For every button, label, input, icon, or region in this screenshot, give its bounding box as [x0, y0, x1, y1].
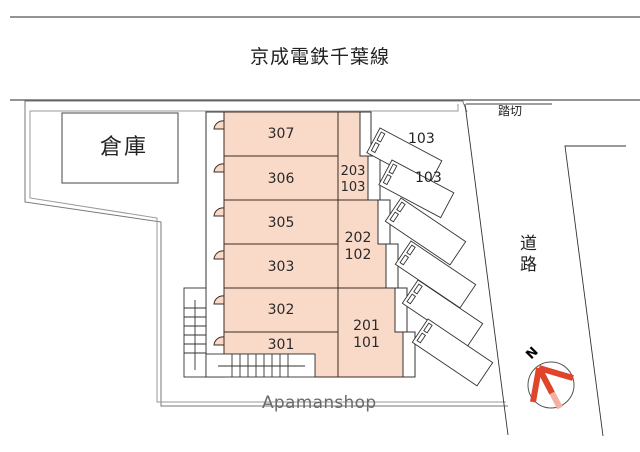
warehouse-box	[61, 112, 179, 184]
compass-icon	[527, 361, 575, 410]
watermark: Apamanshop	[262, 393, 377, 413]
road-label: 道路	[520, 234, 537, 275]
unit-202-102: 202 102	[338, 230, 378, 264]
unit-201-101: 201 101	[338, 318, 395, 352]
road-edge-right	[564, 145, 626, 437]
door-swings	[213, 120, 225, 346]
unit-202: 202	[344, 230, 372, 246]
parking-spaces	[366, 127, 494, 387]
unit-306: 306	[267, 171, 295, 187]
unit-103: 103	[340, 180, 366, 195]
unit-305: 305	[267, 215, 295, 231]
railway-label: 京成電鉄千葉線	[249, 46, 390, 68]
unit-201: 201	[353, 318, 380, 334]
unit-303: 303	[267, 259, 295, 275]
unit-301: 301	[267, 337, 295, 353]
unit-302: 302	[267, 302, 295, 318]
building-units	[223, 111, 404, 378]
unit-203-103: 203 103	[338, 164, 368, 196]
unit-102: 102	[344, 247, 372, 263]
unit-307: 307	[267, 126, 295, 142]
parking-label-1: 103	[408, 131, 435, 147]
parking-label-2: 103	[415, 170, 442, 186]
crossing-label: 踏切	[498, 104, 523, 118]
staircase	[183, 287, 316, 378]
unit-101: 101	[353, 335, 380, 351]
warehouse-label: 倉庫	[100, 135, 149, 160]
unit-203: 203	[340, 164, 366, 179]
road-edge-left	[464, 103, 509, 436]
